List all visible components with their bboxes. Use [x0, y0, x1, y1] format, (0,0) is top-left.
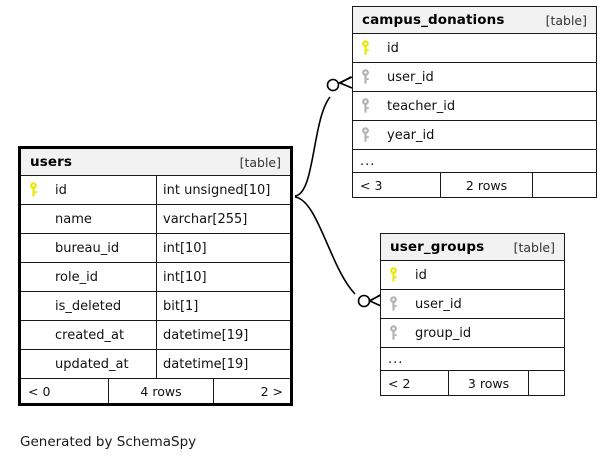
relationship-users-user_groups [294, 196, 382, 308]
next-page-button[interactable] [529, 371, 564, 395]
column-name: updated_at [55, 356, 129, 372]
column-name: id [387, 40, 399, 56]
column-cell: updated_at [21, 350, 157, 378]
column-type: int unsigned[10] [163, 182, 271, 198]
column-cell: id [353, 34, 596, 62]
optional-marker-icon [357, 294, 371, 308]
entity-header: user_groups [table] [381, 234, 564, 261]
primary-key-icon [29, 182, 51, 198]
entity-campus_donations[interactable]: campus_donations [table] id [352, 6, 597, 198]
prev-page-button[interactable]: < 3 [353, 173, 441, 197]
column-cell: id [21, 176, 157, 204]
foreign-key-icon [389, 325, 411, 341]
generated-by-caption: Generated by SchemaSpy [20, 434, 197, 450]
column-cell: bureau_id [21, 234, 157, 262]
row-count-label: 2 rows [441, 173, 533, 197]
column-row[interactable]: created_at datetime[19] [21, 321, 290, 350]
column-cell: user_id [381, 290, 564, 318]
column-row[interactable]: group_id [381, 319, 564, 348]
primary-key-icon [361, 40, 383, 56]
column-row[interactable]: name varchar[255] [21, 205, 290, 234]
column-name: user_id [415, 296, 462, 312]
column-row[interactable]: user_id [353, 63, 596, 92]
column-name: role_id [55, 269, 98, 285]
foreign-key-icon [361, 98, 383, 114]
column-name: id [55, 182, 67, 198]
primary-key-icon [389, 267, 411, 283]
column-cell: id [381, 261, 564, 289]
column-name: group_id [415, 325, 472, 341]
row-count-label: 4 rows [109, 379, 214, 403]
entity-footer: < 3 2 rows [353, 173, 596, 197]
column-cell: role_id [21, 263, 157, 291]
column-name: bureau_id [55, 240, 120, 256]
entity-title: campus_donations [362, 12, 505, 28]
column-row[interactable]: id int unsigned[10] [21, 176, 290, 205]
column-name: is_deleted [55, 298, 122, 314]
prev-page-button[interactable]: < 0 [21, 379, 109, 403]
column-row[interactable]: bureau_id int[10] [21, 234, 290, 263]
column-cell: created_at [21, 321, 157, 349]
column-type: datetime[19] [163, 356, 249, 372]
column-name: created_at [55, 327, 125, 343]
column-row[interactable]: teacher_id [353, 92, 596, 121]
foreign-key-icon [361, 69, 383, 85]
column-row[interactable]: user_id [381, 290, 564, 319]
relationship-users-campus_donations [294, 76, 353, 197]
column-row[interactable]: updated_at datetime[19] [21, 350, 290, 379]
column-type: varchar[255] [163, 211, 248, 227]
column-row[interactable]: role_id int[10] [21, 263, 290, 292]
entity-header: campus_donations [table] [353, 7, 596, 34]
entity-header: users [table] [21, 149, 290, 176]
entity-title: user_groups [390, 239, 485, 255]
entity-type-label: [table] [513, 239, 555, 255]
column-type: datetime[19] [163, 327, 249, 343]
next-page-button[interactable] [533, 173, 596, 197]
row-count-label: 3 rows [449, 371, 529, 395]
column-row[interactable]: year_id [353, 121, 596, 150]
optional-marker-icon [326, 78, 340, 92]
entity-type-label: [table] [545, 12, 587, 28]
column-type: int[10] [163, 240, 207, 256]
column-cell: name [21, 205, 157, 233]
column-cell: group_id [381, 319, 564, 347]
column-name: teacher_id [387, 98, 456, 114]
column-type: int[10] [163, 269, 207, 285]
next-page-button[interactable]: 2 > [260, 383, 283, 399]
column-name: year_id [387, 127, 435, 143]
column-type: bit[1] [163, 298, 199, 314]
column-row[interactable]: id [353, 34, 596, 63]
column-name: name [55, 211, 92, 227]
entity-type-label: [table] [239, 154, 281, 170]
entity-user_groups[interactable]: user_groups [table] id [380, 233, 565, 396]
foreign-key-icon [361, 127, 383, 143]
more-columns-indicator[interactable]: ... [381, 348, 564, 371]
entity-footer: < 2 3 rows [381, 371, 564, 395]
prev-page-button[interactable]: < 2 [381, 371, 449, 395]
more-columns-indicator[interactable]: ... [353, 150, 596, 173]
foreign-key-icon [389, 296, 411, 312]
column-cell: teacher_id [353, 92, 596, 120]
entity-title: users [30, 154, 72, 170]
entity-users[interactable]: users [table] id int unsigned[10] [18, 146, 293, 406]
entity-footer: < 0 4 rows 2 > [21, 379, 290, 403]
column-cell: year_id [353, 121, 596, 149]
column-row[interactable]: is_deleted bit[1] [21, 292, 290, 321]
column-name: id [415, 267, 427, 283]
column-cell: is_deleted [21, 292, 157, 320]
column-name: user_id [387, 69, 434, 85]
column-row[interactable]: id [381, 261, 564, 290]
column-cell: user_id [353, 63, 596, 91]
crowsfoot-icon [338, 76, 353, 89]
